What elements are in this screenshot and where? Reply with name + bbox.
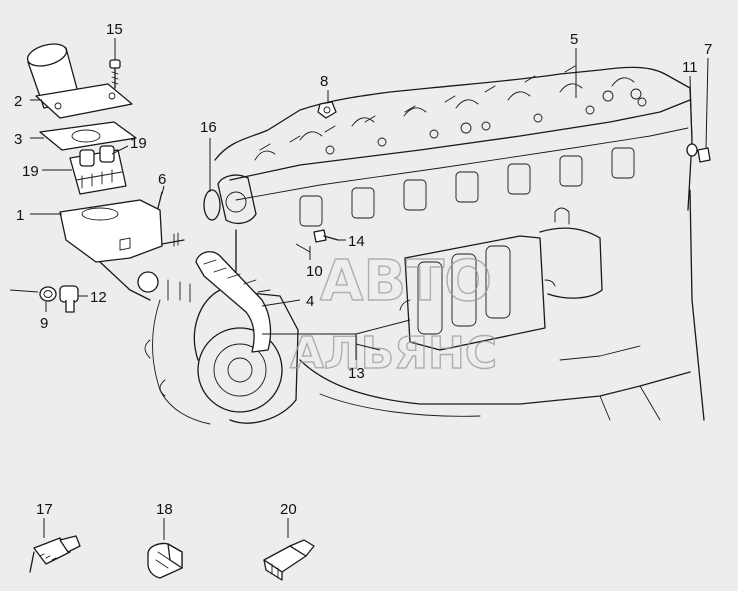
leader-lines <box>9 38 709 540</box>
part-3-gasket <box>39 121 137 151</box>
callout-6: 6 <box>158 171 166 188</box>
callout-3: 3 <box>14 131 22 148</box>
callout-11: 11 <box>682 59 698 76</box>
part-15-bolt <box>109 59 121 89</box>
part-17-sensor <box>29 535 81 573</box>
part-20-sensor <box>263 539 315 581</box>
part-4-hose <box>195 251 272 353</box>
callout-1: 1 <box>16 207 24 224</box>
part-12-fitting <box>59 285 79 313</box>
engine-block <box>144 65 705 425</box>
callout-17: 17 <box>36 501 53 518</box>
part-18-plug <box>147 542 183 579</box>
part-9-o-ring <box>39 286 57 302</box>
callout-14: 14 <box>348 233 365 250</box>
callout-2: 2 <box>14 93 22 110</box>
callout-16: 16 <box>200 119 217 136</box>
part-11-washer <box>686 143 698 157</box>
callout-19-right: 19 <box>130 135 147 152</box>
callout-13: 13 <box>348 365 365 382</box>
part-6-stud <box>157 191 163 209</box>
watermark-line2: АЛЬЯНС <box>290 328 497 379</box>
callout-12: 12 <box>90 289 107 306</box>
callout-8: 8 <box>320 73 328 90</box>
part-1-thermostat-housing <box>59 199 185 301</box>
part-7-plug <box>697 147 711 163</box>
callout-labels: 15 2 3 19 19 6 1 12 9 4 16 8 14 10 13 5 … <box>14 21 712 518</box>
callout-9: 9 <box>40 315 48 332</box>
watermark-line1: АВТО <box>320 249 492 314</box>
callout-19-left: 19 <box>22 163 39 180</box>
callout-4: 4 <box>306 293 314 310</box>
callout-15: 15 <box>106 21 123 38</box>
callout-18: 18 <box>156 501 173 518</box>
part-14-bolt <box>313 229 339 243</box>
callout-5: 5 <box>570 31 578 48</box>
part-2-outlet-elbow <box>26 43 133 119</box>
watermark: АВТО АЛЬЯНС <box>289 248 498 379</box>
callout-10: 10 <box>306 263 323 280</box>
callout-20: 20 <box>280 501 297 518</box>
callout-7: 7 <box>704 41 712 58</box>
part-19-thermostats <box>69 145 127 195</box>
part-8-nut <box>317 101 337 119</box>
